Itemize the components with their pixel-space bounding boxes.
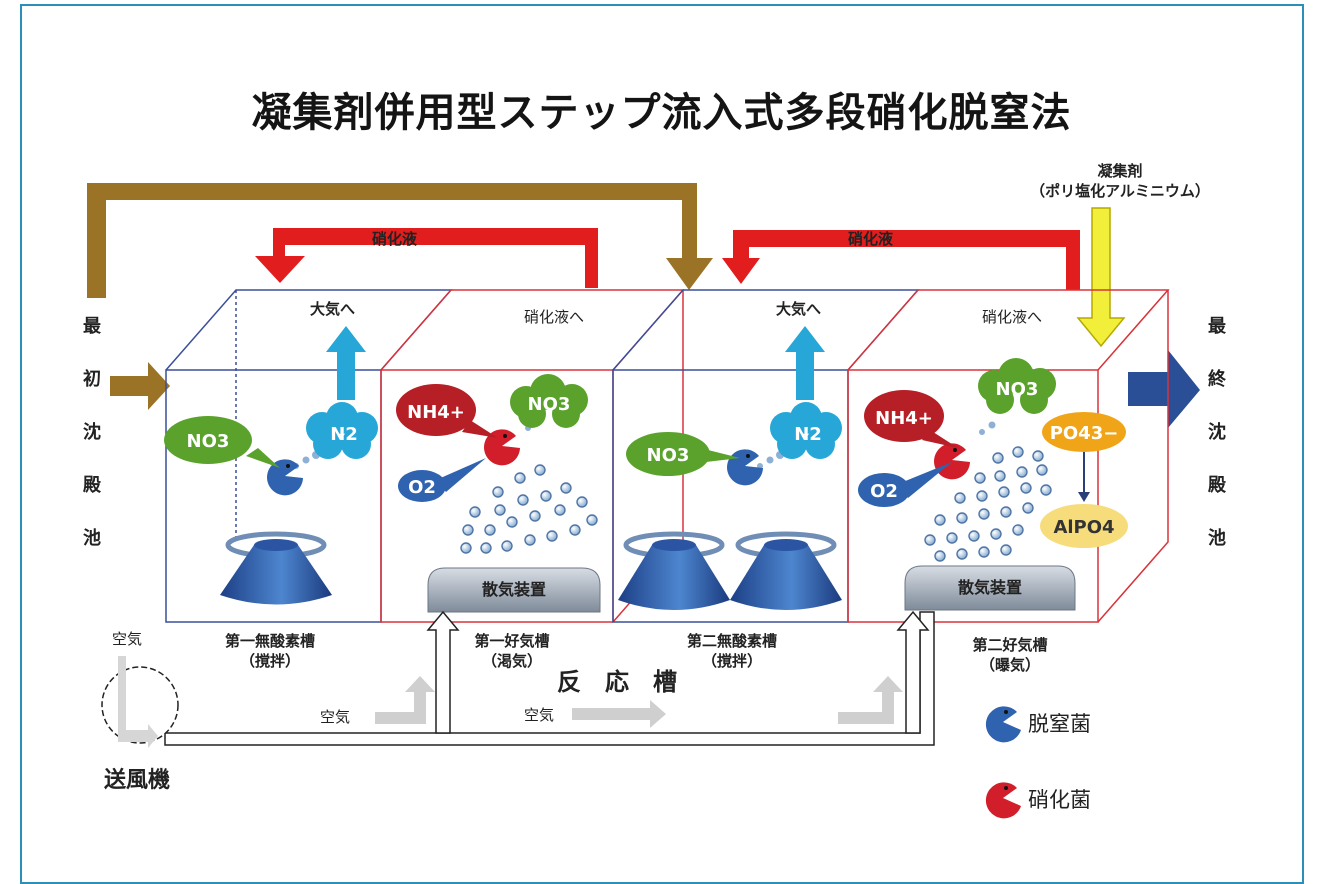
nitrifier-legend-label: 硝化菌 xyxy=(1028,788,1091,812)
coagulant-arrow xyxy=(1076,207,1126,348)
svg-text:NO3: NO3 xyxy=(187,431,230,452)
nitrified-liquid-arrow-2 xyxy=(722,230,1080,290)
po4-bubble: PO43− xyxy=(1042,412,1126,452)
no3-bubble-1: NO3 xyxy=(164,416,280,468)
tank-4-mode: （曝気） xyxy=(979,656,1040,674)
no3-bubble-4: NO3 xyxy=(978,358,1056,414)
primary-clarifier-label: 最初沈殿池 xyxy=(83,316,101,549)
reaction-tank-label: 反 応 槽 xyxy=(557,668,677,696)
tank-4-box xyxy=(847,289,1170,623)
final-clarifier-label: 最終沈殿池 xyxy=(1208,316,1226,549)
denitrifier-bacteria-1 xyxy=(267,459,303,496)
to-atmosphere-label-1: 大気へ xyxy=(310,300,356,318)
air-flow-arrows xyxy=(375,676,903,728)
n2-up-arrow-2 xyxy=(785,326,825,400)
svg-text:NH4+: NH4+ xyxy=(407,402,465,423)
tank-4-name: 第二好気槽 xyxy=(972,636,1048,654)
svg-text:O2: O2 xyxy=(870,481,898,502)
tank-3-name: 第二無酸素槽 xyxy=(686,632,777,650)
tank-2-mode: （渇気） xyxy=(481,652,542,670)
svg-text:O2: O2 xyxy=(408,477,436,498)
svg-text:NH4+: NH4+ xyxy=(875,408,933,429)
coagulant-label: 凝集剤 xyxy=(1097,162,1143,180)
o2-bubble-2: O2 xyxy=(858,462,952,507)
air-bubbles-2 xyxy=(924,446,1052,562)
nitrifier-bacteria-1 xyxy=(484,429,520,466)
svg-text:NO3: NO3 xyxy=(528,394,571,415)
mixer-1 xyxy=(220,531,332,605)
svg-text:N2: N2 xyxy=(794,424,822,445)
air-bubbles-1 xyxy=(460,464,598,554)
nitrified-liquid-arrow-1 xyxy=(255,228,598,288)
nh4-bubble-2: NH4+ xyxy=(864,390,958,448)
diffuser-1 xyxy=(427,567,601,613)
tank-1-name: 第一無酸素槽 xyxy=(224,632,315,650)
o2-bubble-1: O2 xyxy=(398,458,486,502)
to-nitrified-liquid-label-2: 硝化液へ xyxy=(982,308,1043,326)
tank-1-mode: （撹拌） xyxy=(239,652,300,670)
tank-3-mode: （撹拌） xyxy=(701,652,762,670)
return-flow-arrow xyxy=(87,183,713,410)
svg-text:PO43−: PO43− xyxy=(1050,423,1119,444)
nitrifier-bacteria-2 xyxy=(934,443,970,480)
svg-text:NO3: NO3 xyxy=(647,445,690,466)
no3-bubble-2: NO3 xyxy=(510,374,588,428)
svg-text:N2: N2 xyxy=(330,424,358,445)
n2-bubble-1: N2 xyxy=(306,402,378,459)
tank-2-name: 第一好気槽 xyxy=(474,632,550,650)
nh4-bubble-1: NH4+ xyxy=(396,384,498,438)
diffuser-label-1: 散気装置 xyxy=(481,580,546,599)
to-atmosphere-label-2: 大気へ xyxy=(776,300,822,318)
blower xyxy=(101,656,179,748)
coagulant-detail: （ポリ塩化アルミニウム） xyxy=(1030,182,1210,200)
svg-text:AlPO4: AlPO4 xyxy=(1053,517,1114,538)
svg-text:NO3: NO3 xyxy=(996,379,1039,400)
blower-label: 送風機 xyxy=(104,768,171,793)
no3-bubble-3: NO3 xyxy=(626,432,740,476)
to-nitrified-liquid-label-1: 硝化液へ xyxy=(524,308,585,326)
nitrified-liquid-label-1: 硝化液 xyxy=(372,230,418,248)
denitrifier-legend-label: 脱窒菌 xyxy=(1028,712,1091,736)
nitrified-liquid-label-2: 硝化液 xyxy=(848,230,894,248)
mixer-3 xyxy=(730,531,842,610)
diffuser-2 xyxy=(904,565,1076,611)
precipitation-arrow xyxy=(1078,452,1090,502)
diffuser-label-2: 散気装置 xyxy=(957,578,1022,597)
air-label-1: 空気 xyxy=(320,708,351,726)
alpo4-bubble: AlPO4 xyxy=(1040,504,1128,548)
mixer-2 xyxy=(618,531,730,610)
nitrifier-legend-icon xyxy=(985,782,1021,819)
air-label-2: 空気 xyxy=(524,706,555,724)
air-pipe xyxy=(164,610,935,746)
n2-up-arrow-1 xyxy=(326,326,366,400)
diagram-title: 凝集剤併用型ステップ流入式多段硝化脱窒法 xyxy=(251,90,1072,136)
denitrifier-legend-icon xyxy=(985,706,1021,743)
outflow-arrow xyxy=(1128,350,1200,428)
air-label-intake: 空気 xyxy=(112,630,143,648)
n2-bubble-2: N2 xyxy=(770,402,842,459)
